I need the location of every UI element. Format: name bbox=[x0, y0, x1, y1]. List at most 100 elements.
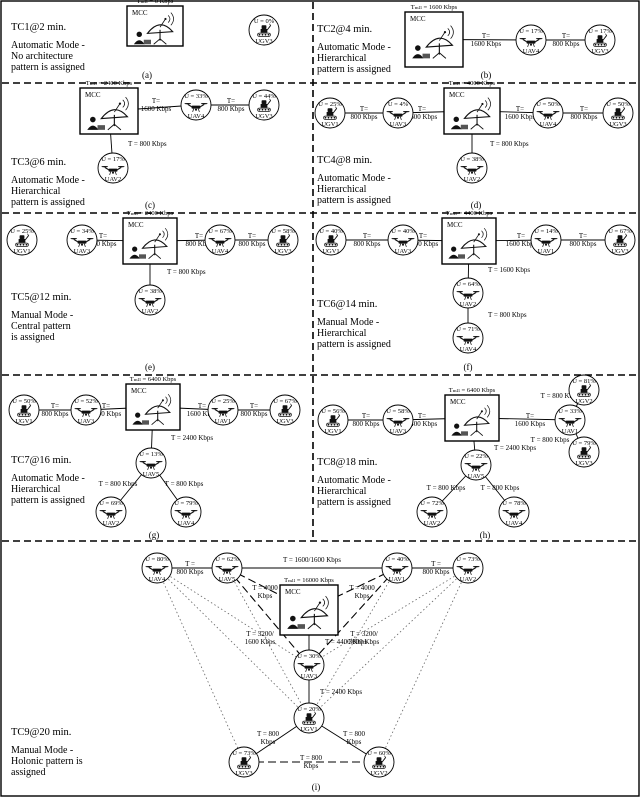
panel-e-link-label-1: T= bbox=[195, 232, 203, 240]
node-circle bbox=[381, 552, 413, 584]
panel-a-test-case: TC1@2 min. bbox=[11, 22, 66, 33]
node-circle bbox=[382, 97, 414, 129]
node-name: UAV3 bbox=[390, 428, 407, 435]
panel-f-mode-line-2: pattern is assigned bbox=[317, 339, 391, 350]
node-name: UGV1 bbox=[322, 248, 339, 255]
node-circle bbox=[460, 449, 492, 481]
panel-a-mcc-throughput: Tₘₗₗ = 0 Kbps bbox=[137, 0, 174, 5]
panel-i-link-sublabel-11: Kbps bbox=[304, 762, 319, 770]
panel-a-mode-line-2: pattern is assigned bbox=[11, 62, 85, 73]
panel-i-mode-line-0: Manual Mode - bbox=[11, 745, 73, 756]
panel-i-link-5 bbox=[226, 567, 310, 666]
panel-i-node-uav1: U = 40%UAV1 bbox=[381, 552, 413, 584]
panel-f-link-label-1: T= bbox=[419, 232, 427, 240]
node-name: UAV4 bbox=[540, 121, 557, 128]
panel-e-mode-line-1: Central pattern bbox=[11, 321, 71, 332]
node-name: UGV3 bbox=[255, 113, 272, 120]
node-utilization: U = 40% bbox=[391, 228, 415, 235]
panel-h-mode-line-0: Automatic Mode - bbox=[317, 475, 391, 486]
panel-b-link-sublabel-1: 800 Kbps bbox=[552, 40, 579, 48]
panel-c-link-label-1: T= bbox=[227, 97, 235, 105]
panel-d-link-label-3: T= bbox=[580, 105, 588, 113]
panel-i-link-sublabel-6: 3000 Kbps bbox=[349, 638, 380, 646]
node-name: UAV4 bbox=[212, 248, 229, 255]
panel-d-node-uav3: U = 4%UAV3 bbox=[382, 97, 414, 129]
panel-h-mode-line-2: pattern is assigned bbox=[317, 497, 391, 508]
node-utilization: U = 79% bbox=[572, 440, 596, 447]
panel-h-link-label-0: T= bbox=[362, 412, 370, 420]
panel-c-link-label-2: T = 800 Kbps bbox=[128, 140, 167, 148]
node-circle bbox=[530, 224, 562, 256]
node-circle bbox=[452, 277, 484, 309]
panel-g-node-uav3: U = 52%UAV3 bbox=[70, 394, 102, 426]
panel-i-mode-line-2: assigned bbox=[11, 767, 45, 778]
panel-e-mcc-throughput: Tₘₗₗ = 2400 Kbps bbox=[127, 210, 174, 217]
panel-i-dotted-link-7 bbox=[378, 567, 469, 763]
node-name: UAV3 bbox=[301, 673, 318, 680]
node-circle bbox=[170, 496, 202, 528]
panel-h-mcc-label: MCC bbox=[450, 398, 466, 406]
node-name: UAV4 bbox=[523, 48, 540, 55]
panel-b-test-case: TC2@4 min. bbox=[317, 24, 372, 35]
panel-h-link-label-2: T= bbox=[526, 412, 534, 420]
panel-e-caption: (e) bbox=[145, 362, 155, 372]
node-name: UAV5 bbox=[468, 473, 485, 480]
panel-e-mcc-label: MCC bbox=[128, 221, 144, 229]
panel-i-dotted-link-4 bbox=[226, 567, 310, 719]
panel-d-link-sublabel-3: 800 Kbps bbox=[570, 113, 597, 121]
panel-e-link-label-0: T= bbox=[99, 232, 107, 240]
node-utilization: U = 67% bbox=[208, 228, 232, 235]
node-name: UAV3 bbox=[78, 418, 95, 425]
panel-i-link-sublabel-9: Kbps bbox=[261, 738, 276, 746]
panel-i-caption: (i) bbox=[312, 782, 321, 792]
node-utilization: U = 33% bbox=[184, 93, 208, 100]
panel-d-test-case: TC4@8 min. bbox=[317, 155, 372, 166]
node-name: UAV2 bbox=[103, 520, 120, 527]
panel-f-link-sublabel-2: 1600 Kbps bbox=[506, 240, 537, 248]
panel-c-caption: (c) bbox=[145, 200, 155, 210]
panel-c-link-sublabel-1: 800 Kbps bbox=[217, 105, 244, 113]
panel-d-node-ugv1: U = 25%UGV1 bbox=[314, 97, 346, 129]
panel-d-mcc-throughput: Tₘₗₗ = 4000 Kbps bbox=[449, 80, 496, 87]
panel-d-link-label-1: T= bbox=[418, 105, 426, 113]
panel-e-mode-line-0: Manual Mode - bbox=[11, 310, 73, 321]
panel-i-link-label-11: T = 800 bbox=[300, 754, 323, 762]
panel-h-node-ugv3: U = 79%UGV3 bbox=[568, 436, 600, 468]
panel-e-node-uav3: U = 34%UAV3 bbox=[66, 224, 98, 256]
panel-c-mode-line-1: Hierarchical bbox=[11, 186, 61, 197]
node-name: UGV1 bbox=[13, 248, 30, 255]
node-name: UAV1 bbox=[562, 428, 579, 435]
panel-i-link-label-7: T = 4400 Kbps bbox=[325, 638, 367, 646]
panel-i-link-label-4: T = 4000 bbox=[349, 584, 375, 592]
panel-i-link-label-2: T = bbox=[431, 560, 441, 568]
panel-i-node-ugv2: U = 60%UGV2 bbox=[363, 746, 395, 778]
panel-h-link-label-6: T = 800 Kbps bbox=[427, 484, 466, 492]
panel-d-link-label-2: T= bbox=[516, 105, 524, 113]
node-utilization: U = 80% bbox=[145, 556, 169, 563]
panel-b-mcc-label: MCC bbox=[410, 15, 426, 23]
node-circle bbox=[452, 322, 484, 354]
panel-b-node-uav4: U = 17%UAV4 bbox=[515, 24, 547, 56]
panel-f-node-uav1: U = 14%UAV1 bbox=[530, 224, 562, 256]
panel-a-caption: (a) bbox=[142, 70, 152, 80]
panel-i-dotted-link-6 bbox=[156, 567, 245, 763]
node-name: UGV2 bbox=[575, 398, 592, 405]
panel-i-link-label-1: T = 1600/1600 Kbps bbox=[283, 556, 341, 564]
panel-i-link-label-9: T = 800 bbox=[257, 730, 280, 738]
node-utilization: U = 13% bbox=[139, 451, 163, 458]
panel-b-mcc-throughput: Tₘₗₗ = 1600 Kbps bbox=[411, 4, 458, 11]
panel-h-node-uav4: U = 78%UAV4 bbox=[498, 496, 530, 528]
panel-i-mcc-throughput: Tₘₗₗ = 16000 Kbps bbox=[284, 577, 334, 584]
panel-c-node-uav4: U = 33%UAV4 bbox=[180, 89, 212, 121]
node-name: UAV2 bbox=[464, 176, 481, 183]
panel-b-caption: (b) bbox=[481, 70, 492, 80]
node-utilization: U = 67% bbox=[273, 398, 297, 405]
panel-i-link-sublabel-4: Kbps bbox=[355, 592, 370, 600]
panel-g-node-uav5: U = 13%UAV5 bbox=[135, 447, 167, 479]
node-utilization: U = 50% bbox=[12, 398, 36, 405]
node-utilization: U = 25% bbox=[318, 101, 342, 108]
node-utilization: U = 38% bbox=[460, 156, 484, 163]
